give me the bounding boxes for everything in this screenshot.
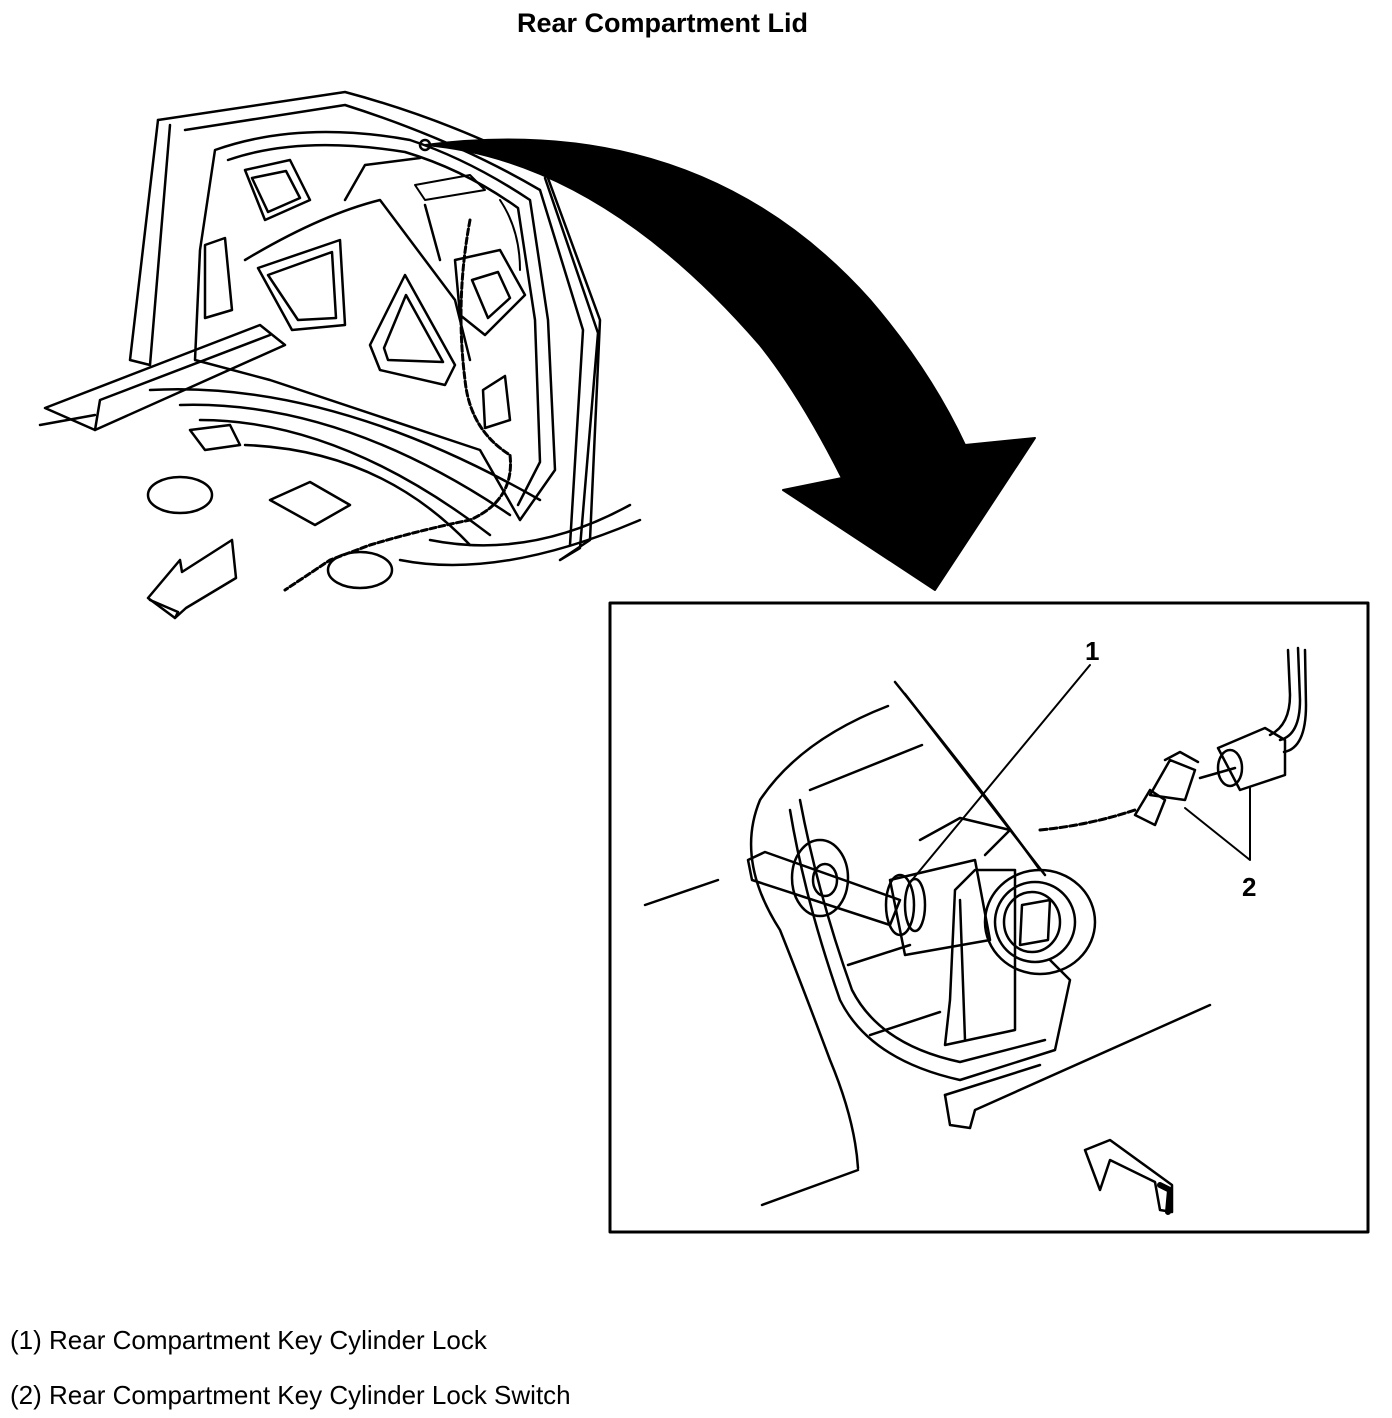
detail-inset-frame <box>608 601 1370 1234</box>
legend-item-2: (2) Rear Compartment Key Cylinder Lock S… <box>10 1380 571 1410</box>
key-cylinder-detail <box>643 646 1308 1215</box>
callout-1-number: 1 <box>1085 636 1100 666</box>
callout-2-number: 2 <box>1242 872 1257 902</box>
zoom-pointer-arrow <box>424 138 1036 591</box>
callout-2-leader <box>1184 787 1251 861</box>
callout-1-leader <box>911 664 1091 881</box>
diagram-title: Rear Compartment Lid <box>516 8 809 38</box>
legend-item-1: (1) Rear Compartment Key Cylinder Lock <box>10 1325 487 1355</box>
